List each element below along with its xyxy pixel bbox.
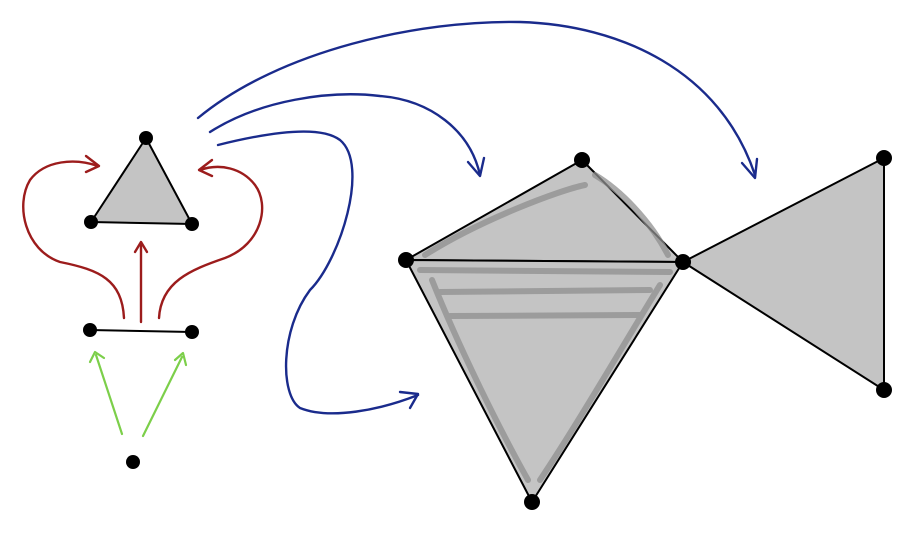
face-shading [417,172,673,483]
shading-horizontal-3 [447,312,643,319]
complex-vertex-right-bottom [876,382,892,398]
red-arrow-right [157,165,264,320]
top-triangle-face [405,159,684,263]
complex-vertex-left [398,252,414,268]
point-simplex [126,455,140,469]
degeneracy-arrows-green [88,350,188,438]
face-map-arrows-red [22,154,264,324]
complex-vertex-right-top [876,150,892,166]
small-triangle-vertex-right [185,217,199,231]
blue-arrow-outer-head [740,157,759,180]
small-triangle-vertex-left [84,215,98,229]
complex-vertex-top [574,152,590,168]
complex-vertex-middle [675,254,691,270]
large-triangle-face [405,259,684,503]
small-triangle-face [90,137,193,225]
shading-horizontal-1 [417,267,673,275]
shading-top-inner [422,182,588,258]
blue-arrow-lower [216,130,420,415]
small-triangle-vertex-top [139,131,153,145]
red-arrow-left [22,160,126,320]
triangle-simplex [84,131,199,231]
glued-complex [398,150,892,510]
right-triangle-face [682,157,885,391]
green-arrow-right-head [173,351,188,367]
blue-arrow-middle-head [466,156,486,178]
edge-vertex-left [83,323,97,337]
shading-top-edge [592,172,671,258]
green-arrow-left-head [88,350,106,364]
shading-right-inner [537,282,663,483]
blue-arrow-middle [208,93,482,177]
edge-line [89,329,193,333]
shading-horizontal-2 [437,287,653,295]
green-arrow-left [94,353,124,436]
red-arrow-right-head [197,158,214,178]
point-vertex [126,455,140,469]
edge-simplex [83,323,199,339]
complex-vertex-bottom [524,494,540,510]
green-arrow-right [141,355,184,438]
shading-left-inner [429,277,531,483]
edge-vertex-right [185,325,199,339]
red-arrow-left-head [84,154,101,174]
blue-arrow-lower-head [398,390,420,410]
inclusion-arrows-blue [196,20,759,415]
blue-arrow-outer [196,20,757,177]
red-arrow-center-head [133,240,149,254]
